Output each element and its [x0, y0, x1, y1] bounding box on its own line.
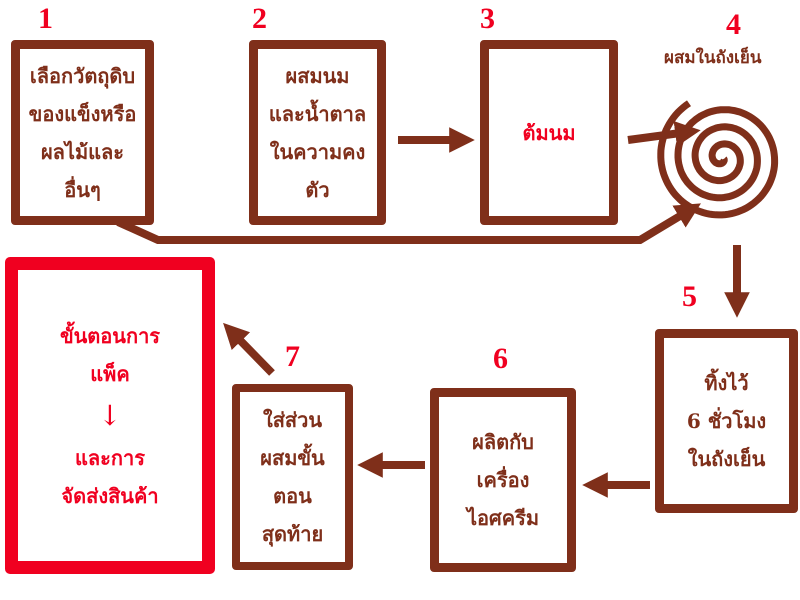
step-7-line: ผสมขั้น: [260, 446, 325, 470]
step-2-line: ตัว: [305, 177, 330, 202]
down-arrow-icon: ↓: [98, 398, 122, 432]
step-number-1: 1: [38, 2, 53, 35]
step-4-label: ผสมในถังเย็น: [664, 48, 762, 68]
step-5-line: 6 ชั่วโมง: [686, 409, 767, 433]
final-line: ขั้นตอนการ: [59, 323, 161, 348]
step-2-line: และน้ำตาล: [268, 101, 367, 126]
step-1-line: เลือกวัตถุดิบ: [29, 63, 136, 88]
step-number-7: 7: [285, 340, 300, 373]
step-2-line: ผสมนม: [285, 63, 350, 88]
step-6-line: เครื่อง: [476, 468, 530, 492]
arrow-1-to-4: [116, 203, 701, 244]
step-7-line: ตอน: [273, 484, 312, 508]
final-packing-box: ขั้นตอนการ แพ็ค ↓ และการ จัดส่งสินค้า: [5, 257, 215, 574]
step-number-2: 2: [252, 2, 267, 35]
step-number-4: 4: [726, 8, 741, 41]
spiral-icon: [657, 100, 779, 219]
final-line: แพ็ค: [90, 361, 130, 386]
step-5-line: ทิ้งไว้: [704, 371, 749, 395]
final-line: จัดส่งสินค้า: [61, 483, 159, 508]
arrow-7-to-final: [223, 322, 275, 376]
step-number-5: 5: [682, 280, 697, 313]
step-1-box: เลือกวัตถุดิบ ของแข็งหรือ ผลไม้และ อื่นๆ: [11, 40, 154, 225]
step-7-box: ใส่ส่วน ผสมขั้น ตอน สุดท้าย: [232, 384, 353, 570]
step-7-line: ใส่ส่วน: [262, 408, 323, 432]
step-7-line: สุดท้าย: [261, 522, 324, 546]
step-2-line: ในความคง: [269, 139, 366, 164]
step-3-line: ต้มนม: [522, 120, 576, 145]
step-2-box: ผสมนม และน้ำตาล ในความคง ตัว: [249, 40, 386, 225]
step-1-line: ของแข็งหรือ: [28, 101, 137, 126]
step-number-3: 3: [480, 2, 495, 35]
step-3-box: ต้มนม: [480, 40, 618, 225]
step-5-line: ในถังเย็น: [687, 447, 766, 471]
step-number-6: 6: [493, 342, 508, 375]
step-6-line: ไอศครีม: [466, 506, 540, 530]
step-1-line: ผลไม้และ: [40, 139, 125, 164]
step-1-line: อื่นๆ: [64, 177, 101, 202]
step-5-box: ทิ้งไว้ 6 ชั่วโมง ในถังเย็น: [655, 329, 798, 513]
final-line: และการ: [75, 445, 145, 470]
step-6-line: ผลิตกับ: [472, 430, 534, 454]
arrow-3-to-4: [627, 121, 701, 147]
step-6-box: ผลิตกับ เครื่อง ไอศครีม: [430, 388, 576, 572]
